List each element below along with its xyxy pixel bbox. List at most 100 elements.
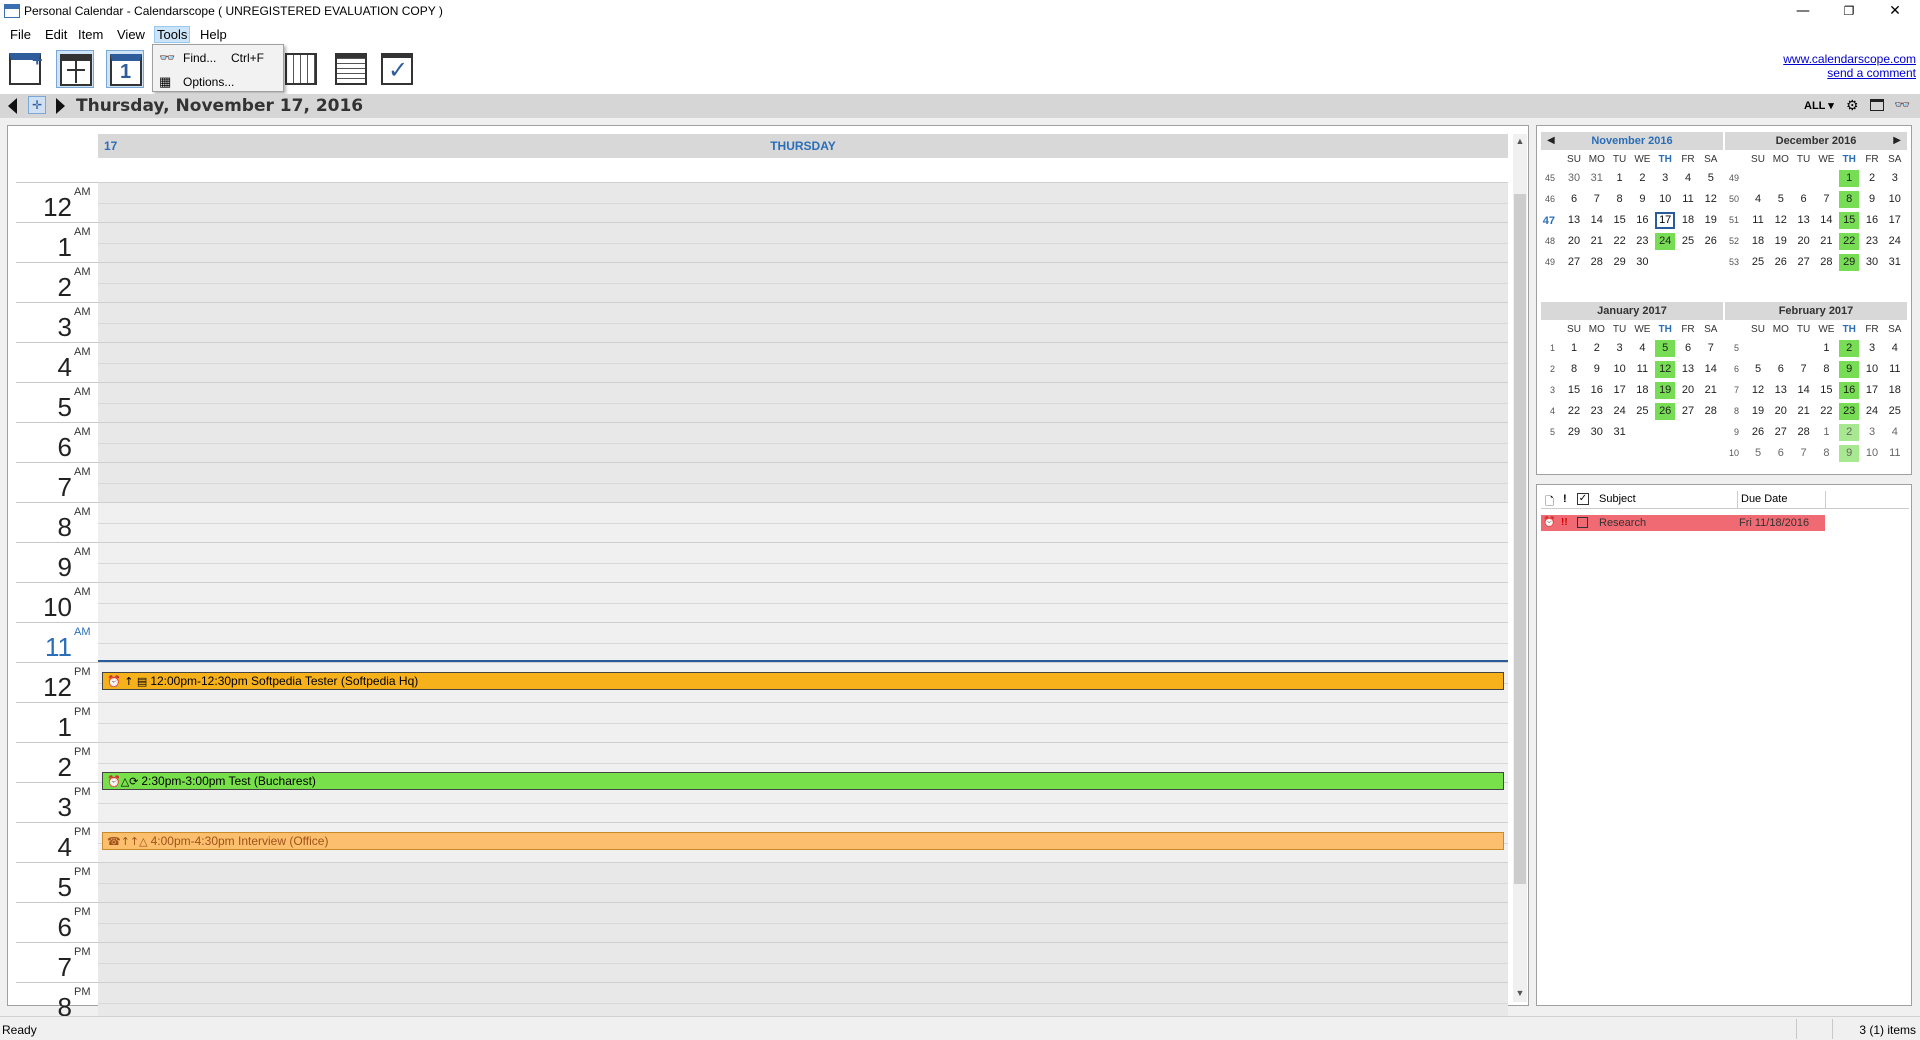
calendar-day[interactable]: 4: [1891, 426, 1898, 438]
calendar-day[interactable]: 29: [1567, 426, 1581, 438]
calendar-day[interactable]: 7: [1823, 193, 1830, 205]
calendar-day[interactable]: 21: [1820, 235, 1833, 247]
prev-month-icon[interactable]: ◀: [1547, 135, 1555, 146]
restore-button[interactable]: ❐: [1843, 4, 1855, 18]
calendar-day[interactable]: 10: [1865, 363, 1879, 375]
calendar-day[interactable]: 29: [1613, 256, 1626, 268]
menu-item[interactable]: Item: [78, 27, 104, 42]
calendar-day[interactable]: 22: [1567, 405, 1581, 417]
calendar-day[interactable]: 24: [1865, 405, 1879, 417]
appointment[interactable]: ⏰△⟳2:30pm-3:00pm Test (Bucharest): [102, 772, 1504, 790]
week-number[interactable]: 4: [1549, 406, 1555, 416]
calendar-day[interactable]: 11: [1889, 363, 1901, 375]
calendar-day[interactable]: 30: [1865, 256, 1879, 268]
calendar-day[interactable]: 20: [1797, 235, 1810, 247]
calendar-day[interactable]: 3: [1868, 342, 1876, 354]
subject-column-header[interactable]: Subject: [1599, 493, 1636, 505]
new-task-icon[interactable]: 🗋: [1545, 496, 1554, 508]
single-day-button[interactable]: 1: [106, 50, 144, 88]
calendar-day[interactable]: 23: [1636, 235, 1649, 247]
week-number[interactable]: 6: [1733, 364, 1739, 374]
calendar-day[interactable]: 31: [1613, 426, 1626, 438]
week-number[interactable]: 3: [1549, 385, 1555, 395]
previous-day-button[interactable]: [8, 98, 17, 114]
calendar-day[interactable]: 20: [1567, 235, 1581, 247]
calendar-day[interactable]: 13: [1681, 363, 1695, 375]
calendar-day[interactable]: 19: [1704, 214, 1717, 226]
list-view-button[interactable]: [332, 50, 370, 88]
calendar-day[interactable]: 5: [1707, 172, 1714, 184]
calendar-day[interactable]: 15: [1839, 212, 1860, 229]
calendar-day[interactable]: 23: [1865, 235, 1879, 247]
day-view-button[interactable]: [56, 50, 94, 88]
week-number[interactable]: 53: [1728, 257, 1739, 267]
calendar-day[interactable]: 5: [1754, 363, 1762, 375]
calendar-day[interactable]: 16: [1865, 214, 1879, 226]
appointment[interactable]: ☎↑↑△4:00pm-4:30pm Interview (Office): [102, 832, 1504, 850]
calendar-day[interactable]: 7: [1593, 193, 1600, 205]
appointment[interactable]: ⏰ ↑ ▤12:00pm-12:30pm Softpedia Tester (S…: [102, 672, 1504, 690]
calendar-day[interactable]: 5: [1777, 193, 1784, 205]
calendar-day[interactable]: 26: [1774, 256, 1787, 268]
calendar-day[interactable]: 28: [1820, 256, 1833, 268]
calendar-day[interactable]: 11: [1889, 447, 1901, 459]
calendar-day[interactable]: 14: [1704, 363, 1717, 375]
calendar-day[interactable]: 17: [1655, 212, 1676, 229]
scroll-down-icon[interactable]: ▼: [1515, 988, 1525, 998]
week-number[interactable]: 2: [1549, 364, 1555, 374]
settings-gear-icon[interactable]: ⚙: [1846, 97, 1859, 113]
calendar-day[interactable]: 4: [1684, 172, 1692, 184]
week-number[interactable]: 50: [1728, 194, 1739, 204]
calendar-day[interactable]: 24: [1655, 233, 1676, 250]
calendar-day[interactable]: 8: [1823, 447, 1830, 459]
calendar-day[interactable]: 13: [1567, 214, 1581, 226]
calendar-day[interactable]: 3: [1616, 342, 1623, 354]
website-link[interactable]: www.calendarscope.com: [1783, 52, 1916, 66]
scroll-up-icon[interactable]: ▲: [1515, 136, 1525, 146]
time-slot[interactable]: [98, 502, 1508, 542]
due-date-column-header[interactable]: Due Date: [1741, 493, 1788, 505]
find-menu-item[interactable]: 👓 Find... Ctrl+F: [159, 50, 264, 65]
calendar-day[interactable]: 13: [1774, 384, 1787, 396]
calendar-day[interactable]: 26: [1704, 235, 1717, 247]
calendar-day[interactable]: 10: [1865, 447, 1879, 459]
week-number[interactable]: 5: [1549, 427, 1555, 437]
calendar-day[interactable]: 31: [1888, 256, 1901, 268]
calendar-day[interactable]: 7: [1800, 447, 1807, 459]
calendar-day[interactable]: 7: [1800, 363, 1807, 375]
week-number[interactable]: 1: [1549, 343, 1555, 353]
week-number[interactable]: 51: [1728, 215, 1739, 225]
calendar-day[interactable]: 19: [1655, 382, 1676, 399]
today-button[interactable]: ✛: [28, 96, 46, 114]
calendar-day[interactable]: 16: [1590, 384, 1603, 396]
calendar-day[interactable]: 25: [1751, 256, 1765, 268]
options-menu-item[interactable]: ▦ Options...: [159, 74, 235, 89]
calendar-day[interactable]: 18: [1888, 384, 1901, 396]
calendar-day[interactable]: 2: [1593, 342, 1600, 354]
calendar-day[interactable]: 12: [1655, 361, 1676, 378]
calendar-day[interactable]: 16: [1636, 214, 1649, 226]
time-slot[interactable]: [98, 702, 1508, 742]
time-slot[interactable]: [98, 582, 1508, 622]
calendar-day[interactable]: 14: [1820, 214, 1833, 226]
calendar-day[interactable]: 9: [1868, 193, 1876, 205]
calendar-day[interactable]: 12: [1751, 384, 1765, 396]
calendar-day[interactable]: 27: [1681, 405, 1695, 417]
time-slot[interactable]: [98, 622, 1508, 662]
calendar-day[interactable]: 8: [1616, 193, 1623, 205]
complete-checkbox-icon[interactable]: ✓: [1577, 493, 1589, 505]
time-slot[interactable]: [98, 382, 1508, 422]
calendar-day[interactable]: 12: [1704, 193, 1717, 205]
calendar-day[interactable]: 6: [1800, 193, 1807, 205]
calendar-day[interactable]: 14: [1797, 384, 1810, 396]
calendar-day[interactable]: 23: [1590, 405, 1603, 417]
calendar-day[interactable]: 9: [1839, 361, 1860, 378]
calendar-day[interactable]: 6: [1777, 363, 1784, 375]
calendar-day[interactable]: 15: [1567, 384, 1581, 396]
time-slot[interactable]: [98, 902, 1508, 942]
calendar-icon[interactable]: [1870, 99, 1884, 111]
calendar-day[interactable]: 24: [1888, 235, 1901, 247]
task-row[interactable]: ⏰ !! Research Fri 11/18/2016: [1541, 515, 1825, 531]
time-slot[interactable]: [98, 862, 1508, 902]
menu-tools[interactable]: Tools: [154, 26, 191, 43]
